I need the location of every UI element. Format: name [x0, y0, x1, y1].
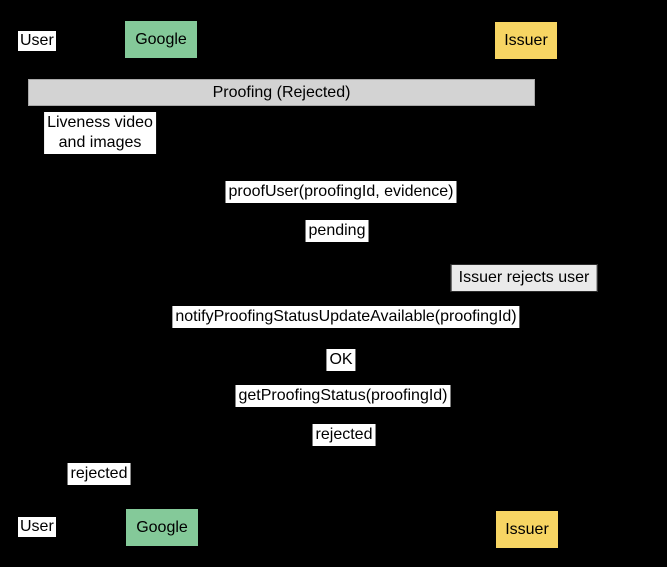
actor-user-bottom: User: [18, 517, 56, 537]
message-pending: pending: [305, 220, 369, 242]
message-rejected-to-user: rejected: [67, 463, 131, 485]
message-notify-proofing-status: notifyProofingStatusUpdateAvailable(proo…: [172, 306, 520, 328]
phase-bar-proofing-rejected: Proofing (Rejected): [28, 79, 535, 106]
actor-user-top: User: [18, 31, 56, 51]
message-get-proofing-status: getProofingStatus(proofingId): [235, 385, 451, 407]
note-issuer-rejects-user: Issuer rejects user: [450, 264, 598, 292]
actor-google-bottom-label: Google: [136, 518, 188, 536]
actor-google-top-label: Google: [135, 30, 187, 48]
actor-issuer-top-label: Issuer: [504, 31, 548, 49]
actor-google-top: Google: [125, 21, 197, 58]
message-rejected-to-google: rejected: [312, 424, 376, 446]
actor-google-bottom: Google: [126, 509, 198, 546]
message-ok: OK: [326, 349, 356, 371]
message-proof-user: proofUser(proofingId, evidence): [225, 181, 457, 203]
actor-issuer-bottom: Issuer: [496, 511, 558, 548]
message-liveness-video: Liveness video and images: [44, 112, 156, 154]
actor-issuer-bottom-label: Issuer: [505, 520, 549, 538]
actor-issuer-top: Issuer: [495, 22, 557, 59]
phase-bar-label: Proofing (Rejected): [212, 83, 351, 101]
